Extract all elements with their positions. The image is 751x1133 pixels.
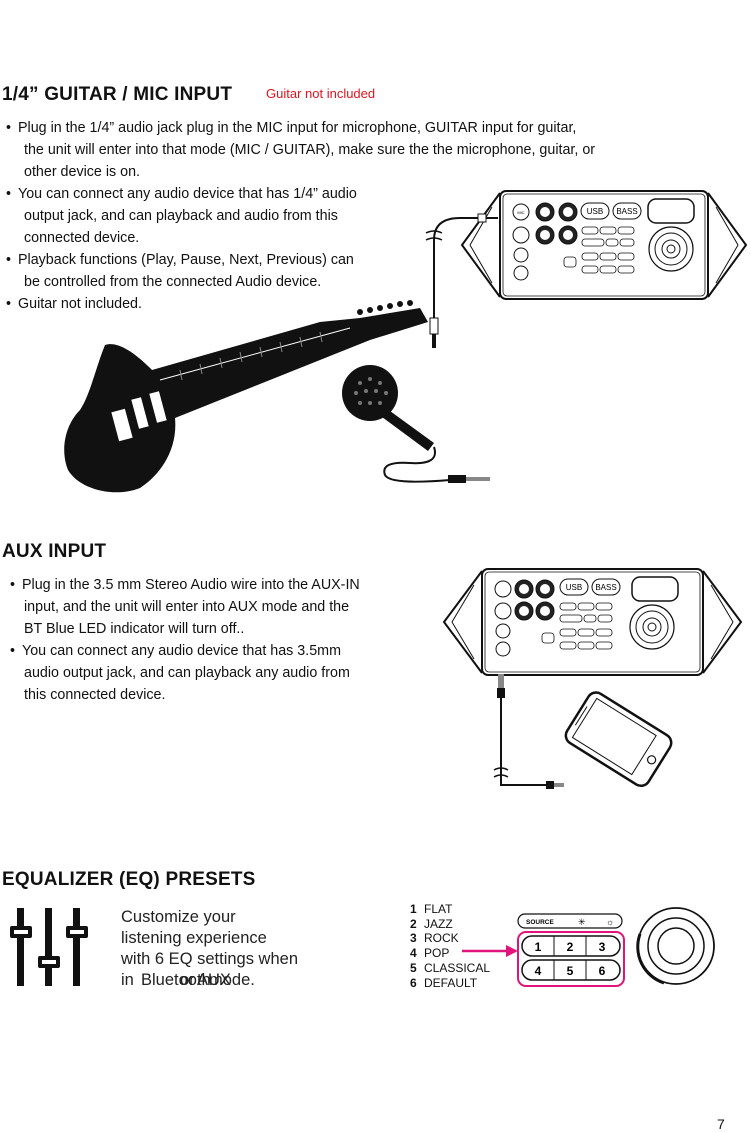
bullet-text: be controlled from the connected Audio d… — [24, 274, 322, 290]
bullet-text: the unit will enter into that mode (MIC … — [24, 142, 596, 158]
eq-heading: EQUALIZER (EQ) PRESETS — [2, 869, 256, 890]
bullet-text: input, and the unit will enter into AUX … — [24, 599, 350, 615]
eq-text-line: in Bluetooth or AUX mode. — [121, 970, 341, 991]
aux-heading: AUX INPUT — [2, 541, 107, 562]
usb-label: USB — [566, 583, 582, 592]
eq-mode-bluetooth: Bluetooth — [141, 971, 211, 989]
page-number: 7 — [717, 1116, 725, 1132]
arrow-icon — [462, 945, 518, 957]
bullet-text: You can connect any audio device that ha… — [4, 640, 434, 662]
eq-text-line: with 6 EQ settings when — [121, 950, 299, 968]
eq-mode-aux: AUX — [197, 971, 231, 989]
guitar-icon — [64, 300, 429, 493]
guitar-not-included-note: Guitar not included — [266, 86, 376, 101]
volume-knob-icon — [636, 907, 715, 985]
bullet-text: other device is on. — [24, 164, 141, 180]
bullet-text: Guitar not included. — [0, 293, 700, 315]
eq-line-suffix: mode. — [209, 971, 255, 989]
bullet-text: audio output jack, and can playback any … — [24, 665, 350, 681]
eq-description: Customize your listening experience with… — [121, 907, 341, 991]
key-6: 6 — [599, 964, 606, 978]
bullet-text: output jack, and can playback and audio … — [24, 208, 338, 224]
bullet-text: connected device. — [24, 230, 140, 246]
guitar-mic-heading: 1/4” GUITAR / MIC INPUT — [2, 84, 233, 105]
key-2: 2 — [567, 940, 574, 954]
bass-label: BASS — [595, 583, 616, 592]
phone-icon — [493, 674, 673, 789]
bullet-text: Plug in the 3.5 mm Stereo Audio wire int… — [4, 574, 434, 596]
bullet-text: You can connect any audio device that ha… — [0, 183, 700, 205]
usb-label: USB — [587, 207, 603, 216]
source-label: SOURCE — [526, 919, 554, 926]
bass-label: BASS — [616, 207, 637, 216]
key-4: 4 — [535, 964, 542, 978]
speaker-panel-icon: MIC USB BASS — [460, 190, 748, 300]
eq-line-prefix: in — [121, 971, 134, 989]
quarter-inch-cable-icon — [425, 213, 498, 348]
bluetooth-icon: ✳ — [578, 917, 586, 927]
guitar-instructions: Plug in the 1/4” audio jack plug in the … — [0, 117, 700, 315]
key-1: 1 — [535, 940, 542, 954]
eq-text-line: Customize your — [121, 908, 236, 926]
key-3: 3 — [599, 940, 606, 954]
eq-text-line: listening experience — [121, 929, 267, 947]
bullet-text: Playback functions (Play, Pause, Next, P… — [0, 249, 700, 271]
speaker-panel-icon: USB BASS — [442, 568, 743, 676]
eq-mode-or: or — [180, 971, 195, 989]
aux-instructions: Plug in the 3.5 mm Stereo Audio wire int… — [4, 574, 434, 706]
bullet-text: this connected device. — [24, 687, 166, 703]
key-5: 5 — [567, 964, 574, 978]
bullet-text: BT Blue LED indicator will turn off.. — [24, 621, 245, 637]
equalizer-sliders-icon — [10, 908, 88, 986]
light-icon: ☼ — [606, 917, 614, 927]
eq-control-panel: SOURCE ✳ ☼ 1 2 3 4 5 6 — [517, 913, 625, 987]
microphone-icon — [342, 365, 490, 483]
mic-label: MIC — [517, 210, 524, 215]
bullet-text: Plug in the 1/4” audio jack plug in the … — [0, 117, 700, 139]
